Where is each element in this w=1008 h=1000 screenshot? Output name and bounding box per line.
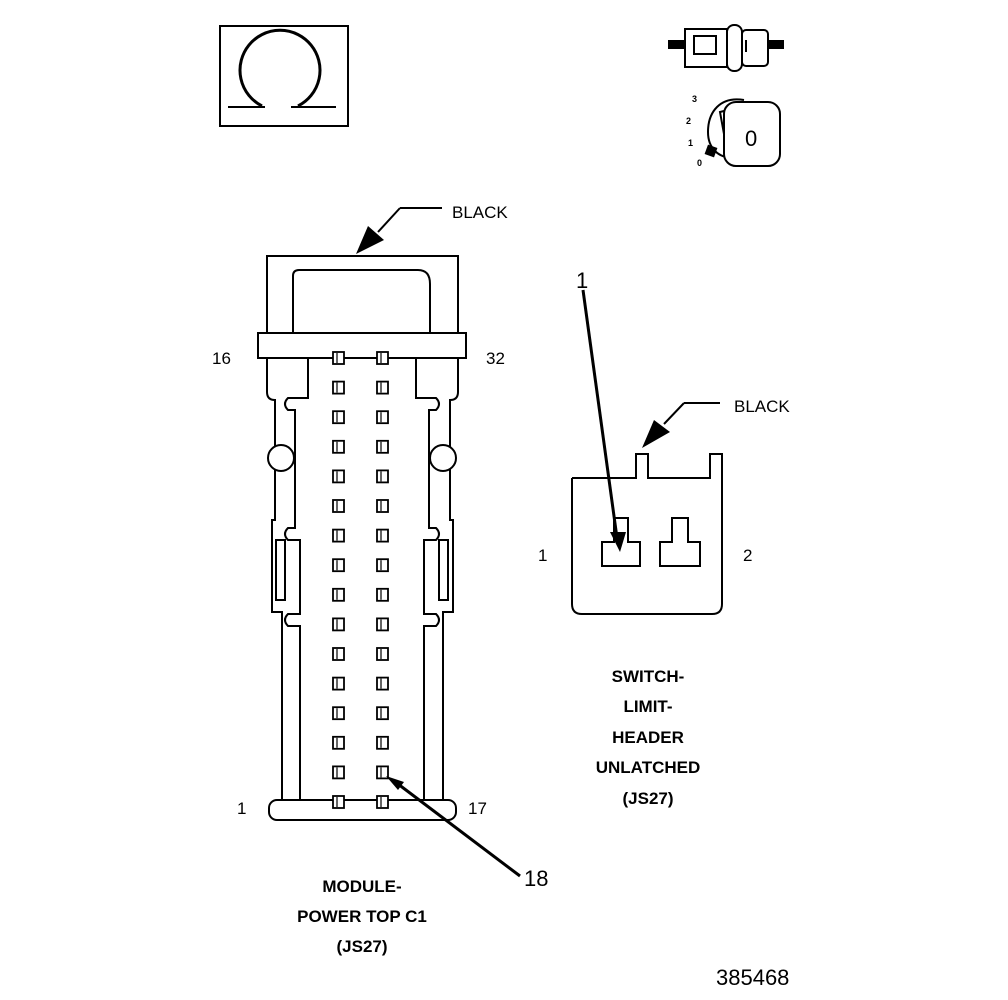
cavity — [376, 735, 389, 750]
cavity — [332, 528, 345, 543]
module-title-line3: (JS27) — [336, 937, 387, 956]
callout-1: 1 — [576, 268, 588, 293]
cavity — [332, 706, 345, 721]
switch-pin-label-2: 2 — [743, 546, 752, 565]
cavity — [332, 558, 345, 573]
svg-text:0: 0 — [697, 158, 702, 168]
pin-label-1: 1 — [237, 799, 246, 818]
cavity — [376, 676, 389, 691]
svg-text:2: 2 — [686, 116, 691, 126]
cavity — [332, 617, 345, 632]
pin-label-16: 16 — [212, 349, 231, 368]
cavity — [332, 410, 345, 425]
svg-text:3: 3 — [692, 94, 697, 104]
cavity — [376, 617, 389, 632]
cavity — [376, 795, 389, 809]
cavity — [332, 795, 345, 809]
cavity — [376, 469, 389, 484]
pin-label-17: 17 — [468, 799, 487, 818]
switch-color-arrow — [642, 420, 670, 448]
cavity — [332, 676, 345, 691]
callout-18: 18 — [524, 866, 548, 891]
pin-label-32: 32 — [486, 349, 505, 368]
cavity — [376, 410, 389, 425]
cavity — [376, 587, 389, 602]
cavity — [376, 380, 389, 395]
module-color-arrow — [356, 226, 384, 254]
module-connector — [257, 255, 467, 821]
cavity — [376, 528, 389, 543]
switch-color-label: BLACK — [734, 397, 790, 416]
cavity — [332, 647, 345, 661]
connector-plug-icon — [668, 24, 784, 72]
cavity — [332, 735, 345, 750]
module-title-line1: MODULE- — [322, 877, 401, 896]
cavity — [376, 351, 389, 365]
key-position-icon: 3 2 1 0 0 — [686, 94, 781, 168]
svg-text:1: 1 — [688, 138, 693, 148]
switch-title-line5: (JS27) — [622, 789, 673, 808]
cavity — [332, 380, 345, 395]
switch-title-line1: SWITCH- — [612, 667, 685, 686]
cavity — [376, 499, 389, 513]
svg-text:0: 0 — [745, 126, 757, 151]
switch-pin-label-1: 1 — [538, 546, 547, 565]
switch-connector — [571, 453, 723, 615]
connector-cavities — [332, 351, 389, 809]
cavity — [332, 587, 345, 602]
cavity — [332, 351, 345, 365]
callout-1-leader — [581, 289, 619, 539]
figure-number: 385468 — [716, 965, 789, 990]
cavity — [332, 765, 345, 780]
cavity — [376, 439, 389, 454]
cavity — [376, 647, 389, 661]
omega-symbol-icon — [219, 25, 349, 127]
cavity — [376, 558, 389, 573]
switch-title-line2: LIMIT- — [623, 697, 672, 716]
cavity — [332, 439, 345, 454]
cavity — [332, 469, 345, 484]
switch-title-line3: HEADER — [612, 728, 684, 747]
cavity — [376, 765, 389, 780]
cavity — [332, 499, 345, 513]
switch-title-line4: UNLATCHED — [596, 758, 701, 777]
cavity — [376, 706, 389, 721]
module-title-line2: POWER TOP C1 — [297, 907, 427, 926]
module-color-label: BLACK — [452, 203, 508, 222]
callout-18-leader — [397, 782, 521, 878]
